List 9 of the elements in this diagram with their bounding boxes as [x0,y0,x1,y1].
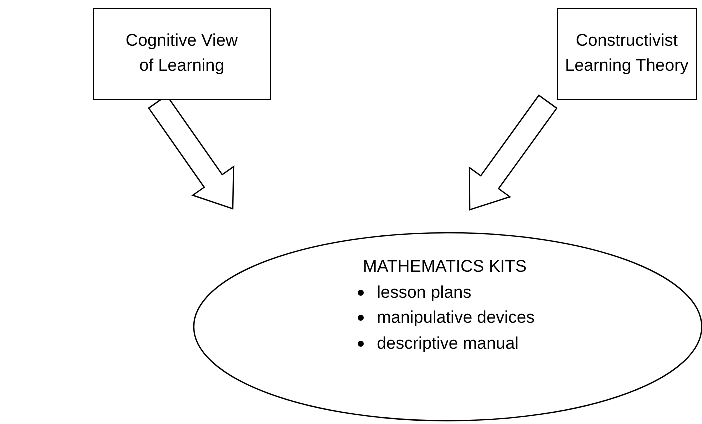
hollow-arrow [468,94,558,211]
bullet-item: lesson plans [377,282,472,302]
box-label: Cognitive View of Learning [124,30,240,77]
heading: MATHEMATICS KITS [363,256,527,278]
text-box [557,8,697,100]
bullet-item: descriptive manual [377,334,519,352]
text-box [93,8,271,100]
box-label: Constructivist Learning Theory [564,30,690,77]
bullet-item: manipulative devices [377,308,535,327]
